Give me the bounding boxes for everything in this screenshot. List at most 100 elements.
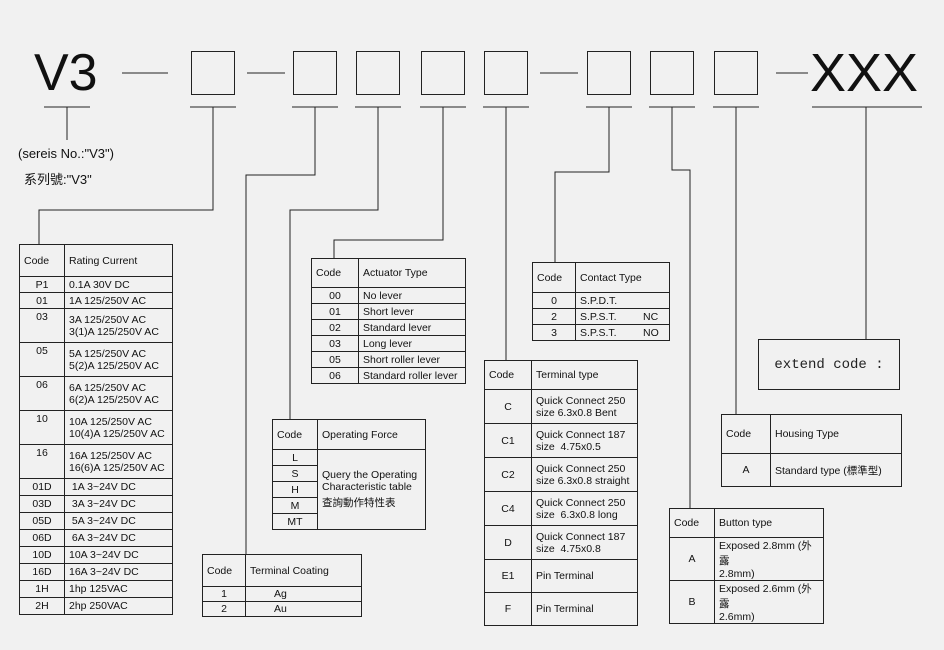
force-header-code: Code xyxy=(272,419,318,450)
contact-code: 0 xyxy=(532,292,576,309)
contact-extra xyxy=(639,292,670,309)
coating-header-value: Terminal Coating xyxy=(245,554,362,587)
rating-value: 1A 3~24V DC xyxy=(64,478,173,496)
terminal-size: size 4.75x0.5 xyxy=(536,440,601,453)
extend-code-label: extend code : xyxy=(774,356,884,373)
actuator-code: 06 xyxy=(311,367,359,384)
terminal-code: F xyxy=(484,592,532,626)
actuator-value: Long lever xyxy=(358,335,466,352)
terminal-code: C2 xyxy=(484,457,532,492)
terminal-size: size 4.75x0.8 xyxy=(536,542,601,555)
series-note-zh: 系列號:"V3" xyxy=(24,172,92,187)
terminal-value: Quick Connect 250 xyxy=(536,394,626,407)
rating-header-value: Rating Current xyxy=(64,244,173,277)
terminal-size: size 6.3x0.8 Bent xyxy=(536,406,617,419)
force-code: L xyxy=(272,449,318,466)
coating-code: 1 xyxy=(202,586,246,602)
rating-value: 16A 125/250V AC xyxy=(69,449,152,462)
force-header-value: Operating Force xyxy=(317,419,426,450)
code-box-actuator xyxy=(421,51,465,95)
rating-value: 5A 3~24V DC xyxy=(64,512,173,530)
terminal-value: Quick Connect 250 xyxy=(536,462,626,475)
actuator-header-value: Actuator Type xyxy=(358,258,466,288)
housing-header-value: Housing Type xyxy=(770,414,902,454)
actuator-value: Standard lever xyxy=(358,319,466,336)
code-box-rating xyxy=(191,51,235,95)
terminal-value: Quick Connect 187 xyxy=(536,530,626,543)
terminal-code: E1 xyxy=(484,559,532,593)
force-code: M xyxy=(272,497,318,514)
rating-value: 0.1A 30V DC xyxy=(64,276,173,293)
rating-value: 6A 3~24V DC xyxy=(64,529,173,547)
force-desc-1: Query the Operating xyxy=(322,469,418,481)
code-box-coating xyxy=(293,51,337,95)
rating-code: 05D xyxy=(19,512,65,530)
terminal-code: C1 xyxy=(484,423,532,458)
actuator-code: 03 xyxy=(311,335,359,352)
button-value-alt: 2.8mm) xyxy=(719,568,755,580)
contact-extra: NO xyxy=(639,324,670,341)
actuator-value: Short lever xyxy=(358,303,466,320)
prefix-label: V3 xyxy=(34,44,98,102)
button-value-alt: 2.6mm) xyxy=(719,611,755,623)
force-code: H xyxy=(272,481,318,498)
rating-code: 10 xyxy=(19,410,65,445)
code-box-button xyxy=(650,51,694,95)
actuator-code: 05 xyxy=(311,351,359,368)
actuator-header-code: Code xyxy=(311,258,359,288)
terminal-size: size 6.3x0.8 straight xyxy=(536,474,630,487)
rating-value: 3A 125/250V AC xyxy=(69,313,147,326)
button-header-value: Button type xyxy=(714,508,824,538)
rating-code: 16 xyxy=(19,444,65,479)
contact-code: 2 xyxy=(532,308,576,325)
rating-value-alt: 6(2)A 125/250V AC xyxy=(69,393,159,406)
rating-value-alt: 5(2)A 125/250V AC xyxy=(69,359,159,372)
terminal-header-value: Terminal type xyxy=(531,360,638,390)
terminal-value: Quick Connect 187 xyxy=(536,428,626,441)
rating-value: 3A 3~24V DC xyxy=(64,495,173,513)
force-code: S xyxy=(272,465,318,482)
rating-value: 1A 125/250V AC xyxy=(64,292,173,309)
series-note-en: (sereis No.:"V3") xyxy=(18,146,114,161)
suffix-label: XXX xyxy=(810,43,919,103)
contact-value: S.P.D.T. xyxy=(575,292,639,309)
housing-header-code: Code xyxy=(721,414,771,454)
force-desc-2: Characteristic table xyxy=(322,481,412,493)
rating-code: 10D xyxy=(19,546,65,564)
button-header-code: Code xyxy=(669,508,715,538)
coating-value: Ag xyxy=(245,586,362,602)
terminal-size: size 6.3x0.8 long xyxy=(536,508,618,521)
rating-code: 16D xyxy=(19,563,65,581)
code-box-housing xyxy=(714,51,758,95)
rating-code: 1H xyxy=(19,580,65,598)
contact-header-code: Code xyxy=(532,262,576,293)
rating-value: 5A 125/250V AC xyxy=(69,347,147,360)
rating-code: 05 xyxy=(19,342,65,377)
housing-value: Standard type (標準型) xyxy=(770,453,902,487)
rating-code: 01 xyxy=(19,292,65,309)
rating-code: 06D xyxy=(19,529,65,547)
button-value: Exposed 2.8mm (外露 xyxy=(719,540,812,567)
code-box-contact xyxy=(587,51,631,95)
contact-extra: NC xyxy=(639,308,670,325)
rating-header-code: Code xyxy=(19,244,65,277)
rating-code: 03 xyxy=(19,308,65,343)
terminal-code: D xyxy=(484,525,532,560)
rating-value-alt: 3(1)A 125/250V AC xyxy=(69,325,159,338)
button-code: A xyxy=(669,537,715,581)
terminal-code: C4 xyxy=(484,491,532,526)
actuator-code: 00 xyxy=(311,287,359,304)
rating-value: 6A 125/250V AC xyxy=(69,381,147,394)
rating-code: 01D xyxy=(19,478,65,496)
rating-value: 10A 125/250V AC xyxy=(69,415,152,428)
actuator-code: 01 xyxy=(311,303,359,320)
actuator-value: Short roller lever xyxy=(358,351,466,368)
actuator-value: Standard roller lever xyxy=(358,367,466,384)
